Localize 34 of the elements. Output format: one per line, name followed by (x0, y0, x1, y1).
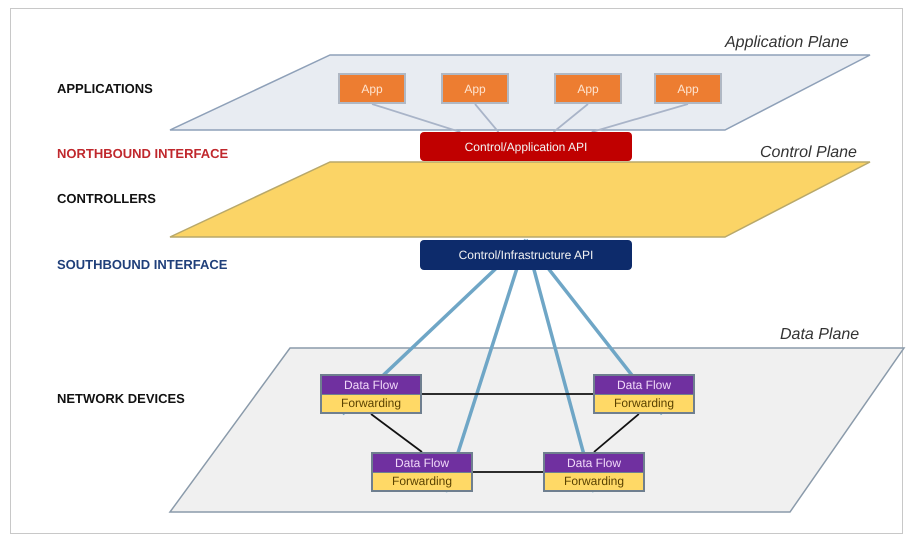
device-layer-label: Forwarding (322, 394, 420, 412)
plane-title: Control Plane (760, 144, 857, 162)
app-box: App (338, 73, 406, 104)
device-layer-label: Forwarding (595, 394, 693, 412)
layer-label: NETWORK DEVICES (57, 391, 185, 406)
app-box: App (654, 73, 722, 104)
network-device-box (593, 374, 695, 414)
device-layer-label: Forwarding (373, 472, 471, 490)
layer-label: CONTROLLERS (57, 191, 156, 206)
device-layer-label: Data Flow (595, 376, 693, 394)
connector-line (591, 103, 688, 133)
plane-title: Data Plane (780, 326, 860, 344)
connector-line (553, 103, 589, 133)
device-layer-label: Data Flow (545, 454, 643, 472)
layer-label: APPLICATIONS (57, 81, 153, 96)
connector-line (474, 103, 500, 133)
network-device-box (371, 452, 473, 492)
network-device-box (543, 452, 645, 492)
device-layer-label: Data Flow (322, 376, 420, 394)
api-box: Control/Infrastructure API (420, 240, 632, 270)
device-layer-label: Data Flow (373, 454, 471, 472)
app-box: App (441, 73, 509, 104)
network-device-box (320, 374, 422, 414)
device-layer-label: Forwarding (545, 472, 643, 490)
layer-label: NORTHBOUND INTERFACE (57, 146, 228, 161)
connector-line (473, 471, 543, 473)
connector-line (370, 413, 423, 453)
plane-title: Application Plane (725, 34, 849, 52)
connector-line (593, 413, 640, 453)
connector-line (422, 393, 593, 395)
api-box: Control/Application API (420, 132, 632, 161)
layer-label: SOUTHBOUND INTERFACE (57, 257, 228, 272)
app-box: App (554, 73, 622, 104)
connector-line (372, 103, 461, 133)
